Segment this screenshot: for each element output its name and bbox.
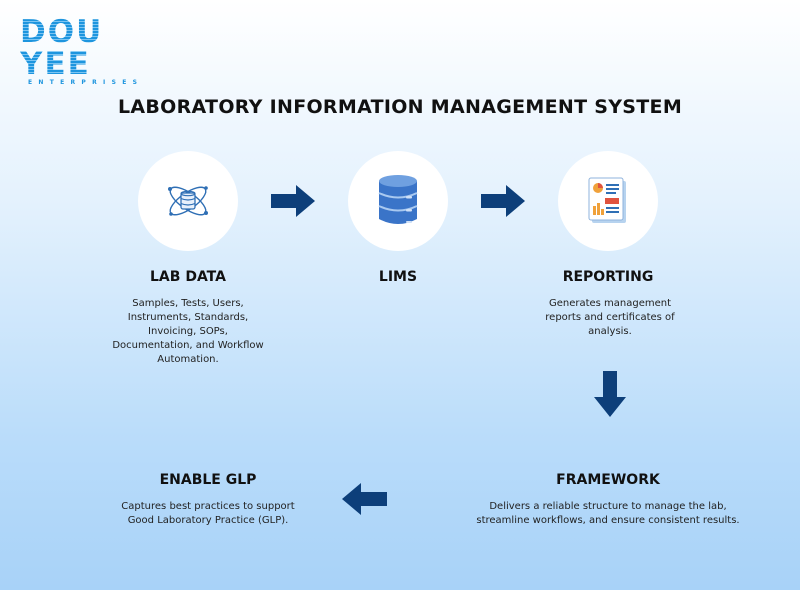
arrow-left-icon — [342, 483, 387, 515]
logo-wordmark: DOU YEE — [20, 16, 160, 80]
reporting-heading: REPORTING — [562, 269, 654, 285]
logo-tagline: ENTERPRISES — [28, 79, 144, 86]
description-line: analysis. — [588, 326, 632, 337]
reporting-description: Generates management reports and certifi… — [508, 297, 712, 339]
lab-data-description: Samples, Tests, Users, Instruments, Stan… — [88, 297, 288, 367]
description-line: Documentation, and Workflow — [112, 340, 264, 351]
description-line: Generates management — [548, 298, 672, 309]
description-line: streamline workflows, and ensure consist… — [476, 515, 740, 526]
lab-data-heading: LAB DATA — [150, 269, 226, 285]
description-line: Samples, Tests, Users, — [132, 298, 244, 309]
lab-data-circle — [138, 151, 238, 251]
enable-glp-description: Captures best practices to support Good … — [93, 500, 323, 528]
description-line: Delivers a reliable structure to manage … — [489, 501, 727, 512]
enable-glp-heading: ENABLE GLP — [159, 472, 257, 488]
lims-heading: LIMS — [378, 269, 418, 285]
page-title: LABORATORY INFORMATION MANAGEMENT SYSTEM — [117, 96, 683, 118]
atom-database-icon — [168, 186, 208, 216]
company-logo: DOU YEE ENTERPRISES — [20, 16, 160, 86]
description-line: Instruments, Standards, — [127, 312, 249, 323]
description-line: Captures best practices to support — [121, 501, 295, 512]
arrow-right-icon — [271, 185, 315, 217]
framework-heading: FRAMEWORK — [556, 472, 660, 488]
arrow-down-icon — [594, 371, 626, 417]
report-document-icon — [588, 177, 626, 223]
database-icon — [378, 175, 418, 224]
reporting-circle — [558, 151, 658, 251]
description-line: reports and certificates of — [545, 312, 675, 323]
arrow-right-icon — [481, 185, 525, 217]
framework-description: Delivers a reliable structure to manage … — [413, 500, 800, 528]
description-line: Automation. — [157, 354, 219, 365]
lims-circle — [348, 151, 448, 251]
description-line: Good Laboratory Practice (GLP). — [127, 515, 289, 526]
description-line: Invoicing, SOPs, — [148, 326, 228, 337]
